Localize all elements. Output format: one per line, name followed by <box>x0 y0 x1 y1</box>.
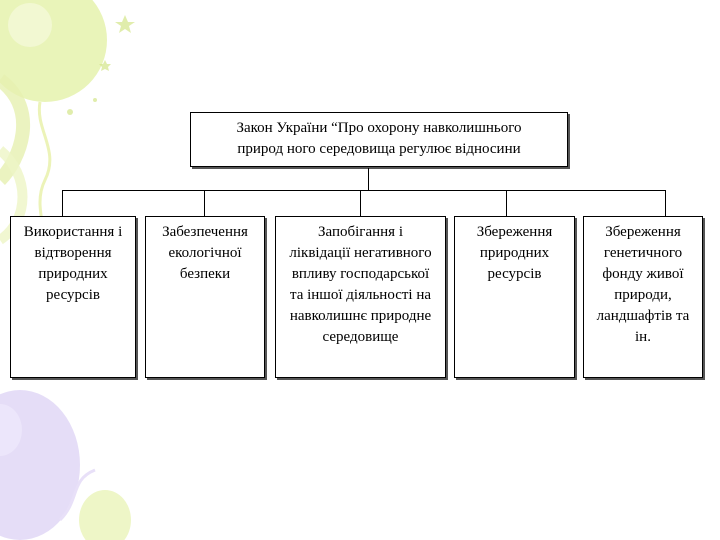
child-1-line: природних <box>11 264 135 285</box>
child-5-line: Збереження <box>584 222 702 243</box>
child-3-line: навколишнє природне <box>276 306 445 327</box>
child-box-4: Збереження природних ресурсів <box>454 216 575 378</box>
drop-5 <box>665 190 666 216</box>
balloon-bottom-left <box>0 390 131 540</box>
horizontal-bus <box>62 190 666 191</box>
child-1-line: ресурсів <box>11 285 135 306</box>
child-5-line: генетичного <box>584 243 702 264</box>
drop-2 <box>204 190 205 216</box>
drop-4 <box>506 190 507 216</box>
child-2-line: Забезпечення <box>146 222 264 243</box>
child-3-line: впливу господарської <box>276 264 445 285</box>
root-line-2: природ ного середовища регулює відносини <box>191 139 567 160</box>
drop-3 <box>360 190 361 216</box>
child-5-line: фонду живої <box>584 264 702 285</box>
child-3-line: Запобігання і <box>276 222 445 243</box>
child-box-5: Збереження генетичного фонду живої приро… <box>583 216 703 378</box>
child-4-line: Збереження <box>455 222 574 243</box>
child-2-line: безпеки <box>146 264 264 285</box>
child-3-line: ліквідації негативного <box>276 243 445 264</box>
child-box-1: Використання і відтворення природних рес… <box>10 216 136 378</box>
child-4-line: природних <box>455 243 574 264</box>
child-3-line: та іншої діяльності на <box>276 285 445 306</box>
drop-1 <box>62 190 63 216</box>
child-5-line: ландшафтів та <box>584 306 702 327</box>
child-box-2: Забезпечення екологічної безпеки <box>145 216 265 378</box>
child-2-line: екологічної <box>146 243 264 264</box>
child-box-3: Запобігання і ліквідації негативного впл… <box>275 216 446 378</box>
child-5-line: ін. <box>584 327 702 348</box>
child-1-line: Використання і <box>11 222 135 243</box>
child-1-line: відтворення <box>11 243 135 264</box>
child-4-line: ресурсів <box>455 264 574 285</box>
root-connector <box>368 168 369 190</box>
child-5-line: природи, <box>584 285 702 306</box>
child-3-line: середовище <box>276 327 445 348</box>
root-box: Закон України “Про охорону навколишнього… <box>190 112 568 167</box>
root-line-1: Закон України “Про охорону навколишнього <box>191 118 567 139</box>
